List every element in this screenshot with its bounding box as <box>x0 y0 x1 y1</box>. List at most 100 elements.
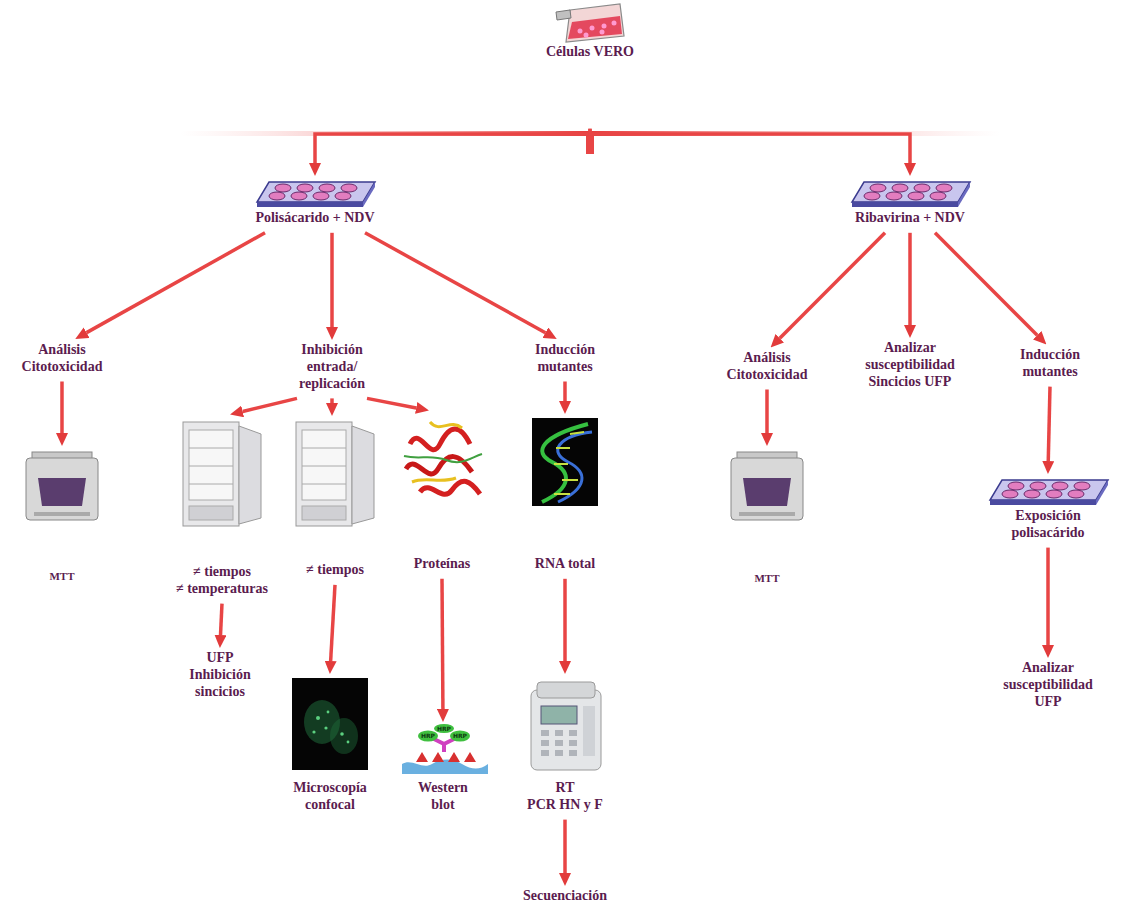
thermocycler <box>531 682 601 770</box>
enzyme-label: HRP <box>453 733 467 739</box>
flow-arrow <box>221 604 222 635</box>
node-text: ≠ tiempos <box>176 564 268 581</box>
process-node: Microscopía confocal <box>289 676 371 816</box>
illustration-part <box>556 447 570 449</box>
incubator <box>183 422 261 526</box>
illustration-part <box>450 731 470 742</box>
process-node: Analizar susceptibilidad UFP <box>1000 660 1095 712</box>
illustration-part <box>541 730 549 736</box>
culture-flask <box>556 4 624 42</box>
flow-arrow <box>935 233 1037 335</box>
process-node: RNA total <box>528 416 602 575</box>
flow-arrow <box>87 233 265 333</box>
well-plate <box>257 182 375 207</box>
illustration-part <box>532 418 598 506</box>
illustration-part <box>600 30 605 35</box>
protein-structure <box>404 422 482 494</box>
node-text: Células VERO <box>546 44 634 61</box>
process-node: UFP Inhibición sincicios <box>186 650 253 702</box>
flow-arrow <box>330 233 334 327</box>
illustration-part <box>412 478 456 482</box>
flow-arrow <box>315 129 590 163</box>
illustration-part <box>590 26 595 31</box>
enzyme-label: HRP <box>437 726 451 732</box>
flow-arrow <box>908 233 912 325</box>
illustration-part <box>410 429 470 450</box>
process-node: MTT <box>21 448 103 585</box>
flow-arrow <box>1046 548 1050 645</box>
illustration-part <box>555 740 563 746</box>
flow-arrow <box>243 398 297 411</box>
illustration-part <box>418 731 438 742</box>
illustration-part <box>531 690 601 770</box>
process-node: MTT <box>726 448 808 587</box>
node-text: Inhibición entrada/ replicación <box>299 342 365 392</box>
illustration-part <box>416 752 428 762</box>
plate-reader <box>26 452 98 520</box>
node-text: RT <box>526 780 604 797</box>
node-text: Western blot <box>418 780 468 814</box>
node-text: RNA total <box>531 556 599 573</box>
flow-arrow <box>563 820 567 873</box>
illustration-part <box>569 740 577 746</box>
illustration-part <box>542 424 588 502</box>
process-node: Exposición polisacárido <box>984 476 1112 544</box>
flow-arrow <box>590 129 910 163</box>
flow-arrow <box>765 390 769 433</box>
flow-arrow <box>780 233 885 338</box>
node-text: Análisis Citotoxicidad <box>727 350 808 384</box>
illustration-part <box>464 752 476 762</box>
process-node: ≠ tiempos≠ temperaturas <box>173 418 271 600</box>
process-node: Análisis Citotoxicidad <box>724 350 811 386</box>
illustration-part <box>541 750 549 756</box>
flow-arrow <box>367 398 416 408</box>
process-node: Polisácarido + NDV <box>251 178 379 229</box>
illustration-part <box>324 726 327 729</box>
illustration-part <box>340 732 344 736</box>
illustration-part <box>566 4 624 42</box>
process-node: Proteínas <box>396 414 488 575</box>
node-text: Analizar susceptibilidad UFP <box>1003 660 1092 710</box>
illustration-part <box>537 682 595 698</box>
flow-arrow <box>440 579 444 709</box>
illustration-part <box>312 730 315 733</box>
well-plate <box>852 182 970 207</box>
flow-arrow <box>563 579 567 661</box>
node-text: Secuenciación <box>523 888 607 905</box>
illustration-part <box>430 422 462 428</box>
node-text: MTT <box>729 572 805 585</box>
flow-arrow <box>365 233 545 333</box>
illustration-part <box>612 21 617 26</box>
node-text: Inducción mutantes <box>1020 347 1080 381</box>
illustration-part <box>541 706 577 724</box>
illustration-part <box>434 724 454 733</box>
node-text: Análisis Citotoxicidad <box>22 342 103 376</box>
node-text: Inducción mutantes <box>535 342 595 376</box>
process-node: Secuenciación <box>520 888 610 907</box>
illustration-part <box>555 730 563 736</box>
node-text: Polisácarido + NDV <box>254 210 376 227</box>
process-node: Análisis Citotoxicidad <box>19 342 106 378</box>
flow-arrow <box>60 382 64 433</box>
illustration-part <box>420 481 480 494</box>
well-plate <box>990 480 1108 505</box>
illustration-part <box>347 741 350 744</box>
illustration-part <box>558 432 592 502</box>
illustration-part <box>568 16 622 39</box>
plate-reader <box>731 452 803 520</box>
process-node: ≠ tiempos <box>291 418 379 581</box>
illustration-part <box>562 479 578 481</box>
process-node: Inducción mutantes <box>532 342 598 378</box>
illustration-part <box>316 716 320 720</box>
illustration-part <box>555 750 563 756</box>
flow-arrow <box>1048 387 1050 461</box>
node-text: UFP Inhibición sincicios <box>189 650 250 700</box>
node-text: Ribavirina + NDV <box>849 210 971 227</box>
confocal-image <box>292 678 368 770</box>
node-text: Microscopía confocal <box>293 780 367 814</box>
flow-arrow <box>330 398 334 403</box>
process-node: Inhibición entrada/ replicación <box>296 342 368 394</box>
